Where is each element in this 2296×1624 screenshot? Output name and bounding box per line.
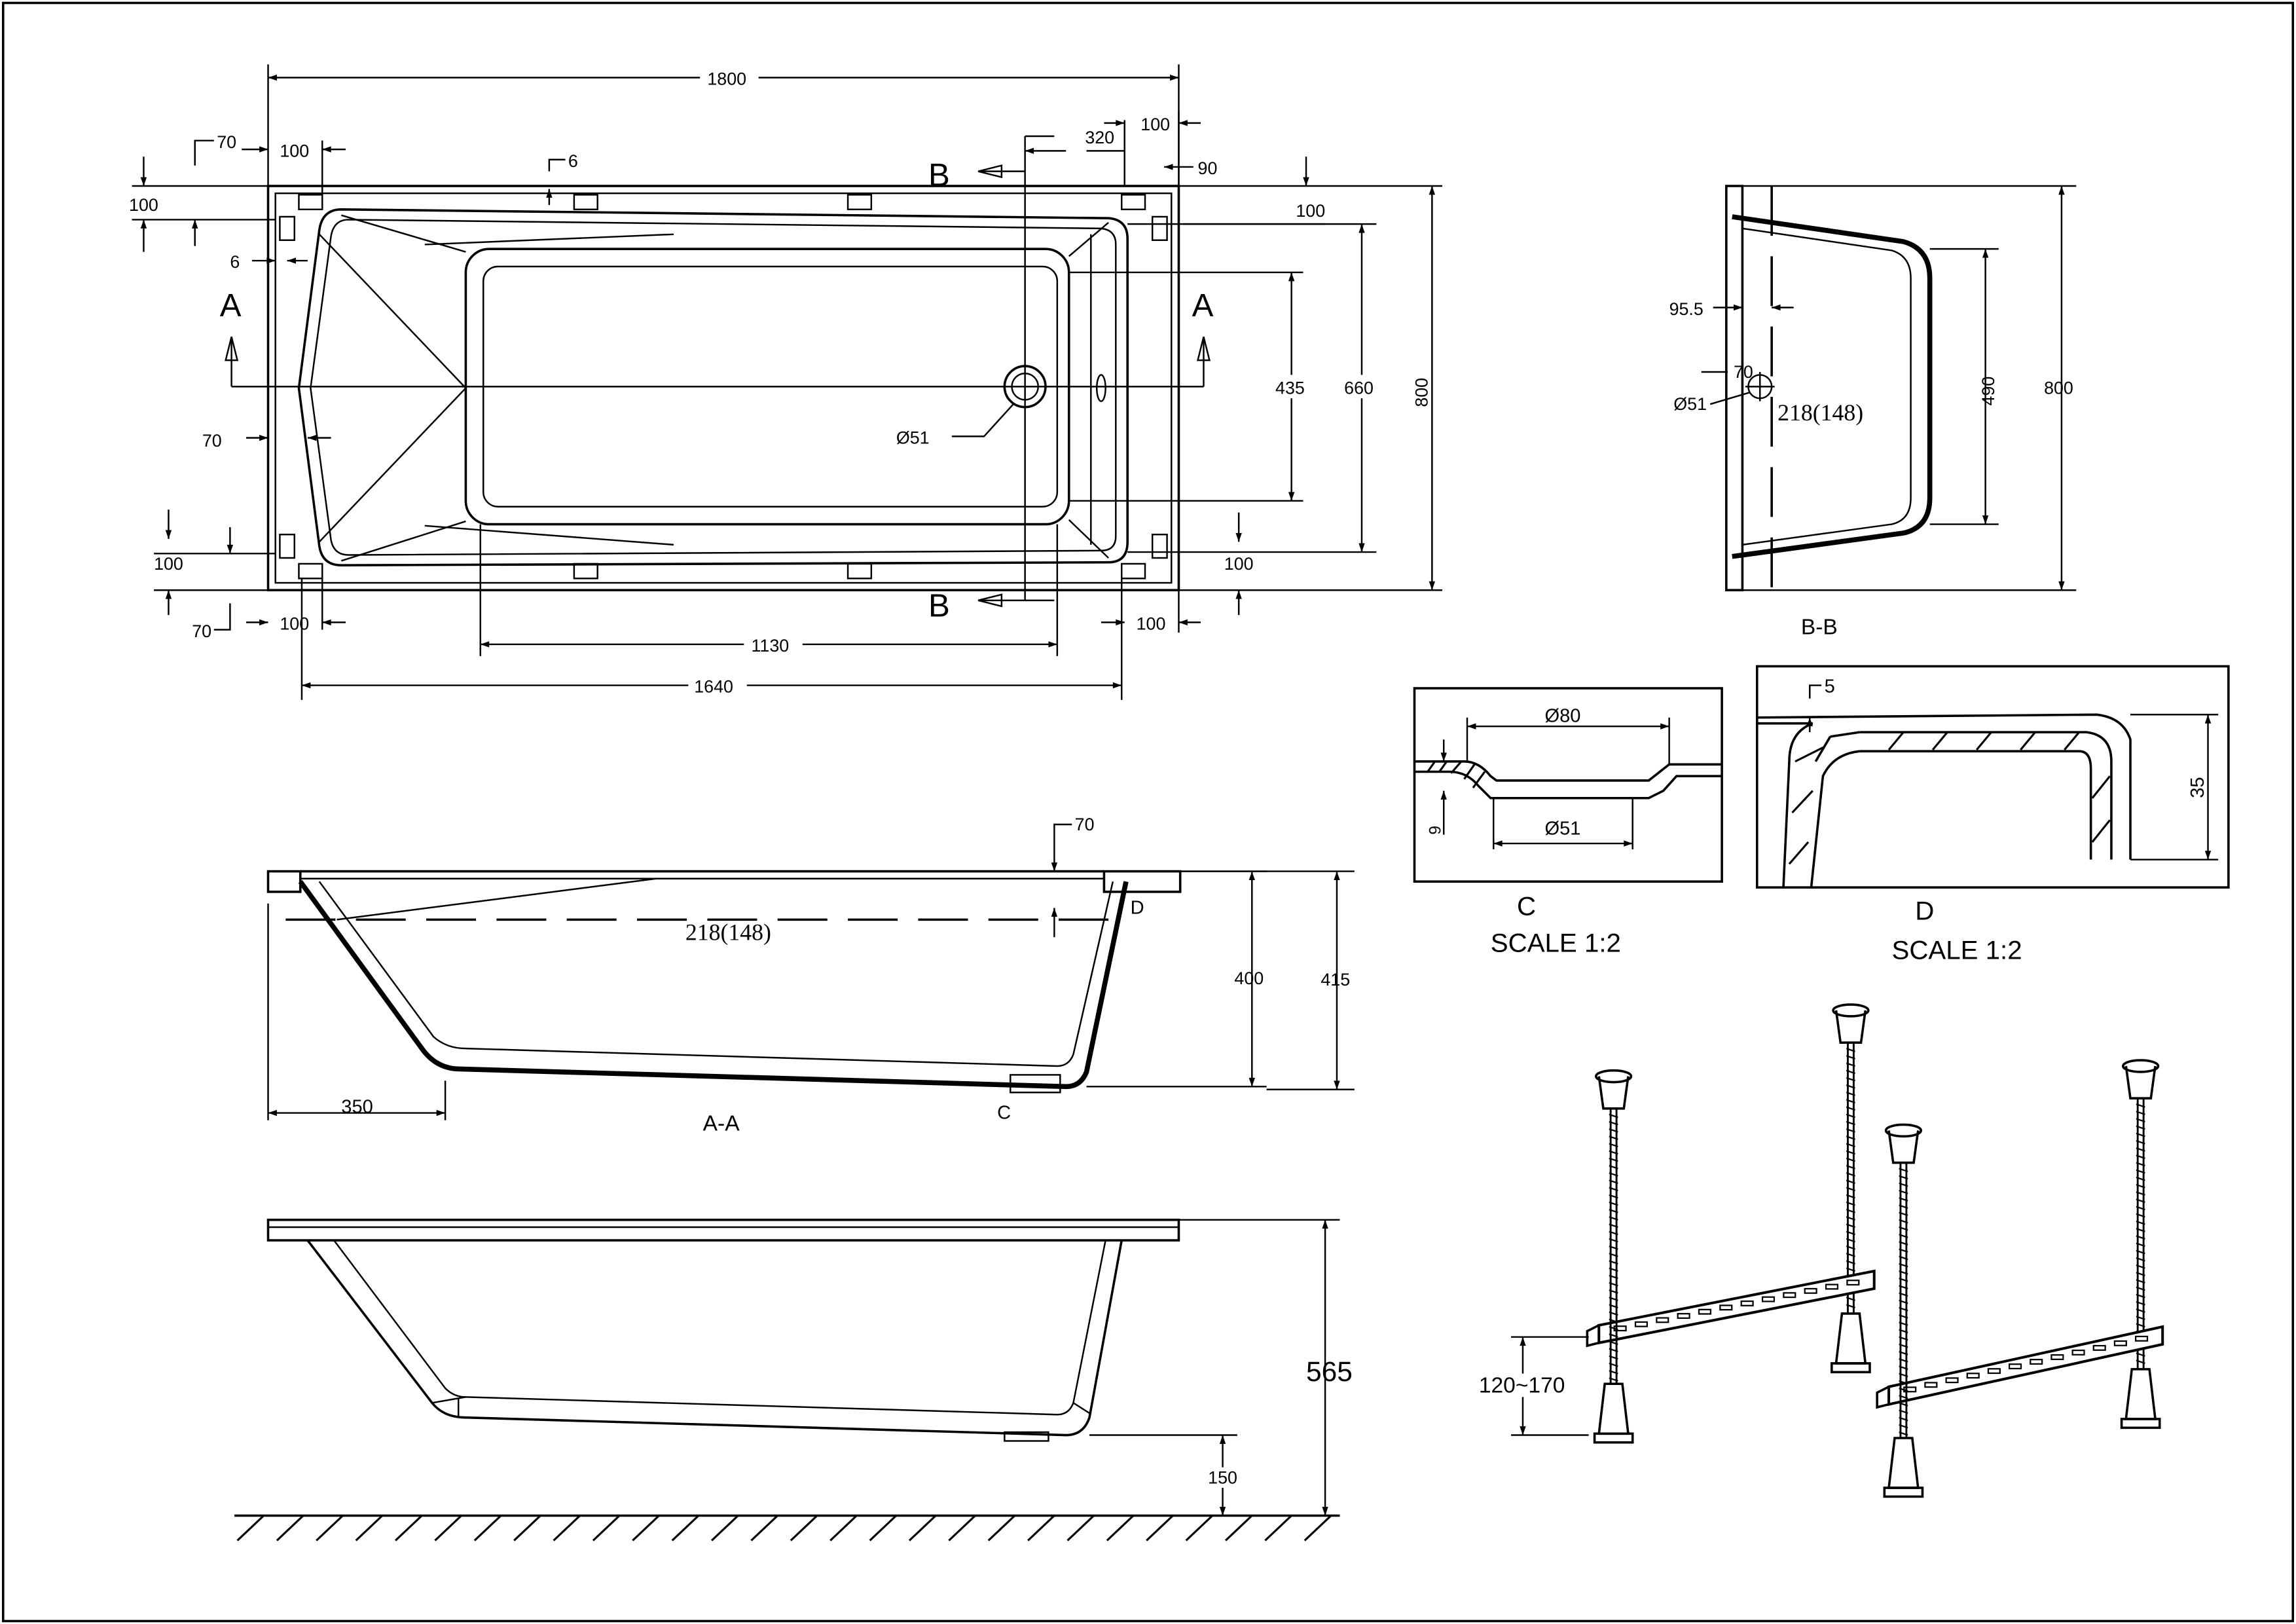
- detail-c-dim-80: Ø80: [1545, 705, 1581, 726]
- dim-100-bottom-left: 100: [280, 614, 309, 634]
- leg-assembly: [1831, 1003, 1871, 1374]
- leg-crossbar: [1586, 1269, 1876, 1348]
- bb-dim-490: 490: [1978, 377, 1998, 406]
- detail-d-letter: D: [1915, 896, 1934, 925]
- aa-dim-415: 415: [1321, 970, 1350, 989]
- dim-bottom-width: 435: [1275, 378, 1305, 398]
- detail-d-dim-35: 35: [2187, 777, 2208, 798]
- dim-overall-length: 1800: [707, 69, 746, 89]
- plan-leg-pads: [279, 194, 1168, 580]
- section-a-label-right: A: [1192, 287, 1214, 323]
- bb-profile-outer: [1725, 185, 1744, 591]
- detail-d: 35 5 D SCALE 1:2: [1755, 665, 2230, 965]
- leg-dimension: 120~170: [1476, 1336, 1589, 1436]
- detail-c-dim-51: Ø51: [1545, 819, 1581, 840]
- section-a-label-left: A: [220, 287, 242, 323]
- dim-6-top: 6: [568, 151, 578, 171]
- leg-assembly: [2120, 1059, 2161, 1430]
- dim-70-top: 70: [217, 132, 236, 152]
- aa-title: A-A: [703, 1111, 740, 1135]
- plan-rim-inner: [274, 192, 1173, 584]
- leg-assembly: [1883, 1123, 1924, 1498]
- section-aa: 218(148) 70 D C 400 415 350 A-A: [266, 815, 1355, 1135]
- dim-6-left: 6: [230, 252, 240, 272]
- plan-drain-label: Ø51: [896, 428, 930, 448]
- dim-bottom-length: 1130: [751, 636, 789, 655]
- plan-basin-outline: [297, 208, 1129, 566]
- detail-c-dim-9: 9: [1427, 826, 1445, 835]
- plan-overflow: [1096, 374, 1106, 402]
- detail-c-letter: C: [1517, 892, 1536, 921]
- floor-hatch: [236, 1515, 1332, 1541]
- bb-drain-label: Ø51: [1673, 394, 1707, 414]
- section-bb: 800 490 95.5 70 Ø51 218(148) B-B: [1669, 185, 2077, 639]
- aa-water-line: 218(148): [685, 919, 771, 946]
- aa-dim-70: 70: [1075, 815, 1095, 834]
- detail-d-scale: SCALE 1:2: [1892, 936, 2022, 965]
- side-view: 565 150: [234, 1219, 1353, 1541]
- detail-c-frame: [1413, 687, 1723, 883]
- dim-70-left: 70: [202, 431, 222, 451]
- section-b-label-top: B: [928, 157, 950, 193]
- dim-inner-width: 660: [1344, 378, 1374, 398]
- detail-c-scale: SCALE 1:2: [1491, 929, 1621, 958]
- dim-70-bottom: 70: [192, 621, 211, 641]
- dim-overall-width: 800: [1412, 378, 1432, 407]
- dim-100-top-right: 100: [1140, 115, 1170, 134]
- leg-adjust-range: 120~170: [1479, 1374, 1565, 1398]
- aa-detail-c: C: [997, 1102, 1011, 1123]
- dim-100-right-top: 100: [1296, 201, 1325, 221]
- plan-basin-inner: [310, 219, 1117, 556]
- dim-100-left-bottom: 100: [154, 554, 183, 574]
- bb-drain-height: 218(148): [1777, 399, 1863, 426]
- dim-320: 320: [1085, 128, 1114, 147]
- dim-100-right-bottom: 100: [1224, 554, 1254, 574]
- bb-title: B-B: [1801, 615, 1838, 639]
- dim-100-left-top: 100: [129, 195, 158, 215]
- detail-d-frame: [1755, 665, 2230, 889]
- side-dim-150: 150: [1208, 1467, 1237, 1487]
- leg-frames: [1586, 1003, 2164, 1498]
- leg-assembly: [1593, 1069, 1634, 1444]
- aa-dim-400: 400: [1234, 969, 1264, 988]
- plan-view: A A B B Ø51 1800 1640 1130: [129, 64, 1442, 700]
- dim-100-bottom-right: 100: [1137, 614, 1166, 634]
- detail-c: Ø80 Ø51 9 C SCALE 1:2: [1413, 687, 1723, 958]
- dim-inner-length: 1640: [694, 677, 733, 697]
- side-dim-565: 565: [1306, 1357, 1353, 1388]
- plan-outer-rim: [266, 185, 1180, 591]
- bb-dim-800: 800: [2044, 378, 2073, 398]
- dim-90: 90: [1198, 158, 1218, 178]
- dim-100-top-left: 100: [280, 141, 309, 160]
- section-b-label-bottom: B: [928, 587, 950, 623]
- leg-crossbar: [1876, 1325, 2164, 1409]
- detail-d-dim-5: 5: [1825, 676, 1835, 697]
- bb-dim-70: 70: [1734, 362, 1753, 382]
- bb-dim-95-5: 95.5: [1669, 299, 1704, 319]
- aa-dim-350: 350: [341, 1097, 373, 1118]
- aa-detail-d: D: [1131, 897, 1144, 918]
